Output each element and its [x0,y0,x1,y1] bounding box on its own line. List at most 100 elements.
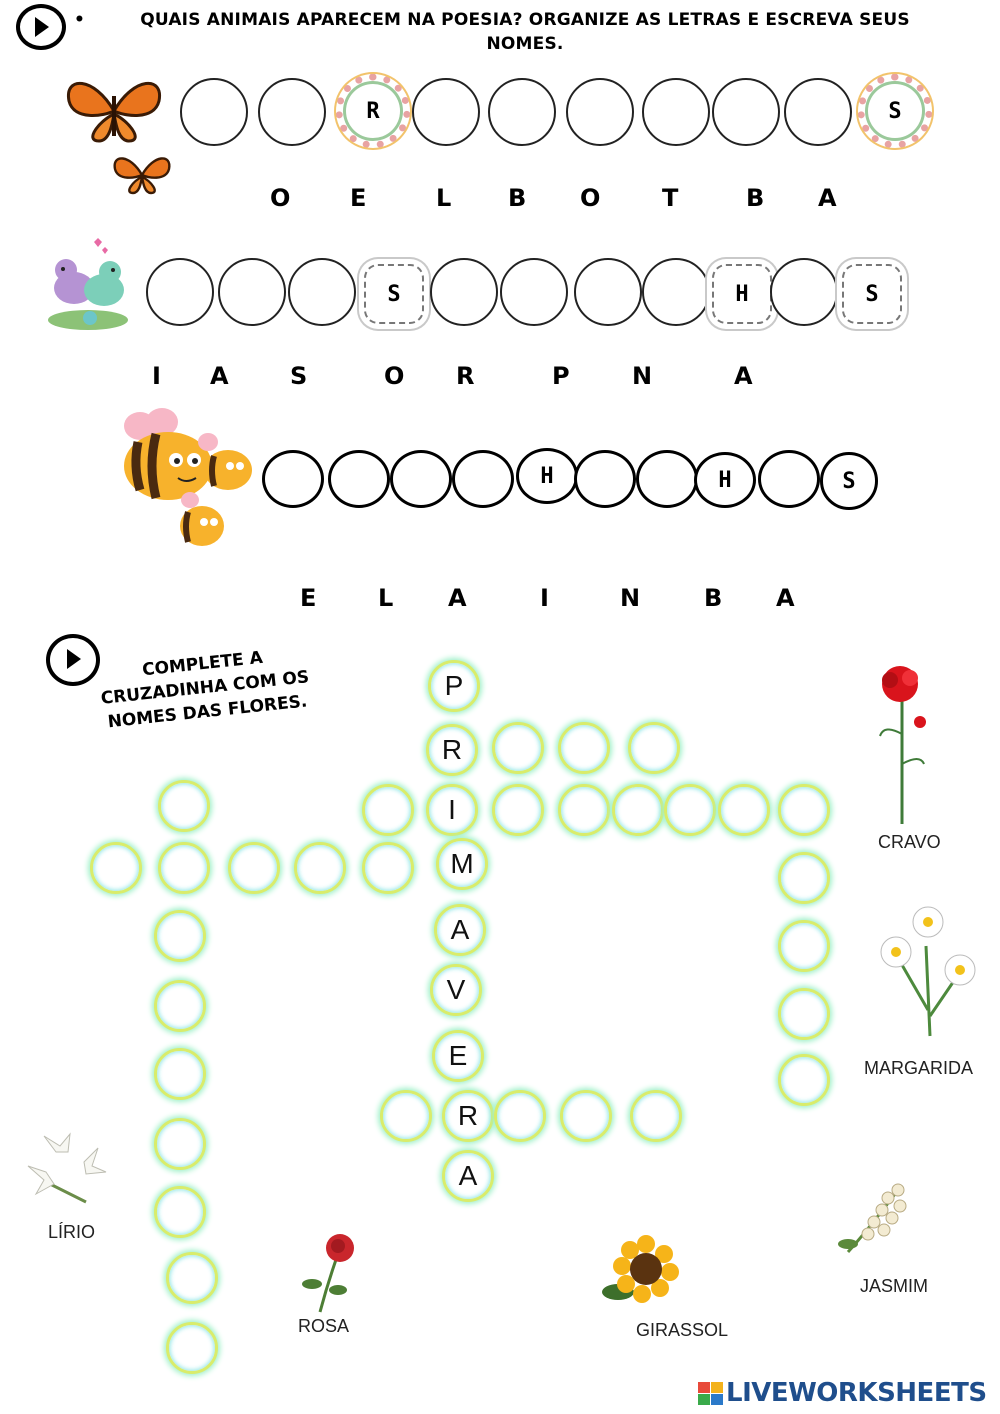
w1-box-7[interactable] [642,78,710,146]
cw-cell[interactable] [154,1048,206,1100]
w1-box-4[interactable] [412,78,480,146]
cw-v[interactable]: V [430,964,482,1016]
w3-letter-4: I [540,584,549,612]
w1-box-8[interactable] [712,78,780,146]
cw-cell[interactable] [166,1252,218,1304]
w1-letter-6: T [662,184,679,212]
cw-cell[interactable] [362,842,414,894]
w2-letter-2: A [210,362,229,390]
cw-i[interactable]: I [426,784,478,836]
cw-cell[interactable] [158,842,210,894]
w2-letter-7: N [632,362,653,390]
lily-icon [27,1132,107,1204]
w1-box-2[interactable] [258,78,326,146]
w1-letter-4: B [508,184,527,212]
w3-box-2[interactable] [328,450,390,508]
cw-cell[interactable] [154,910,206,962]
cw-cell[interactable] [628,722,680,774]
w1-box-9[interactable] [784,78,852,146]
cw-cell[interactable] [778,784,830,836]
w1-box-3[interactable]: R [336,74,410,148]
w3-box-6[interactable] [574,450,636,508]
w3-box-4[interactable] [452,450,514,508]
cw-cell[interactable] [362,784,414,836]
w3-box-3[interactable] [390,450,452,508]
cw-cell[interactable] [664,784,716,836]
cw-cell[interactable] [158,780,210,832]
w3-letter-7: A [776,584,795,612]
cw-cell[interactable] [154,1118,206,1170]
w2-letter-1: I [152,362,161,390]
cw-cell[interactable] [612,784,664,836]
w1-box-1[interactable] [180,78,248,146]
cw-cell[interactable] [154,1186,206,1238]
birds-icon [48,238,128,330]
cw-cell[interactable] [558,722,610,774]
cw-r2[interactable]: R [442,1090,494,1142]
cw-cell[interactable] [778,988,830,1040]
w3-box-9[interactable] [758,450,820,508]
cw-e[interactable]: E [432,1030,484,1082]
w2-box-10[interactable] [770,258,838,326]
label-cravo: CRAVO [878,832,941,852]
w1-box-5[interactable] [488,78,556,146]
cw-cell[interactable] [380,1090,432,1142]
small-butterfly-icon [113,157,171,195]
liveworksheets-logo-icon [698,1382,723,1405]
w2-box-6[interactable] [500,258,568,326]
w1-box-10[interactable]: S [858,74,932,148]
label-lirio: LÍRIO [48,1222,96,1242]
jasmine-icon [838,1183,907,1254]
cw-cell[interactable] [630,1090,682,1142]
w1-letter-2: E [350,184,367,212]
crossword-instruction: COMPLETE A CRUZADINHA COM OS NOMES DAS F… [99,647,311,733]
w3-box-5[interactable]: H [516,448,578,504]
bullet: • [74,10,86,30]
cw-cell[interactable] [166,1322,218,1374]
cw-cell[interactable] [778,1054,830,1106]
cw-cell[interactable] [718,784,770,836]
w3-box-10[interactable]: S [820,452,878,510]
cw-cell[interactable] [154,980,206,1032]
cw-m[interactable]: M [436,838,488,890]
cw-p[interactable]: P [428,660,480,712]
w3-letter-1: E [300,584,317,612]
w1-box-6[interactable] [566,78,634,146]
cw-cell[interactable] [494,1090,546,1142]
w3-box-7[interactable] [636,450,698,508]
w2-box-8[interactable] [642,258,710,326]
w2-box-3[interactable] [288,258,356,326]
w2-letter-8: A [734,362,753,390]
w2-box-11[interactable]: S [842,264,902,324]
w2-box-2[interactable] [218,258,286,326]
cw-cell[interactable] [228,842,280,894]
play-button-1[interactable] [16,4,66,50]
daisy-icon [880,906,976,1037]
w1-letter-7: B [746,184,765,212]
w3-box-8[interactable]: H [694,452,756,508]
cw-cell[interactable] [492,722,544,774]
butterfly-icon [67,82,161,143]
w2-box-7[interactable] [574,258,642,326]
play-button-2[interactable] [46,634,100,686]
cw-r1[interactable]: R [426,724,478,776]
w3-box-1[interactable] [262,450,324,508]
cw-cell[interactable] [294,842,346,894]
label-margarida: MARGARIDA [864,1058,974,1078]
cw-cell[interactable] [558,784,610,836]
bees-icon [124,408,252,546]
w2-box-5[interactable] [430,258,498,326]
w2-box-4[interactable]: S [364,264,424,324]
w3-letter-3: A [448,584,467,612]
cw-a2[interactable]: A [442,1150,494,1202]
cw-cell[interactable] [778,852,830,904]
cw-cell[interactable] [778,920,830,972]
w2-letter-4: O [384,362,405,390]
w2-box-9[interactable]: H [712,264,772,324]
section1-title: QUAIS ANIMAIS APARECEM NA POESIA? ORGANI… [140,10,910,54]
w2-box-1[interactable] [146,258,214,326]
cw-cell[interactable] [90,842,142,894]
cw-cell[interactable] [560,1090,612,1142]
cw-cell[interactable] [492,784,544,836]
cw-a1[interactable]: A [434,904,486,956]
